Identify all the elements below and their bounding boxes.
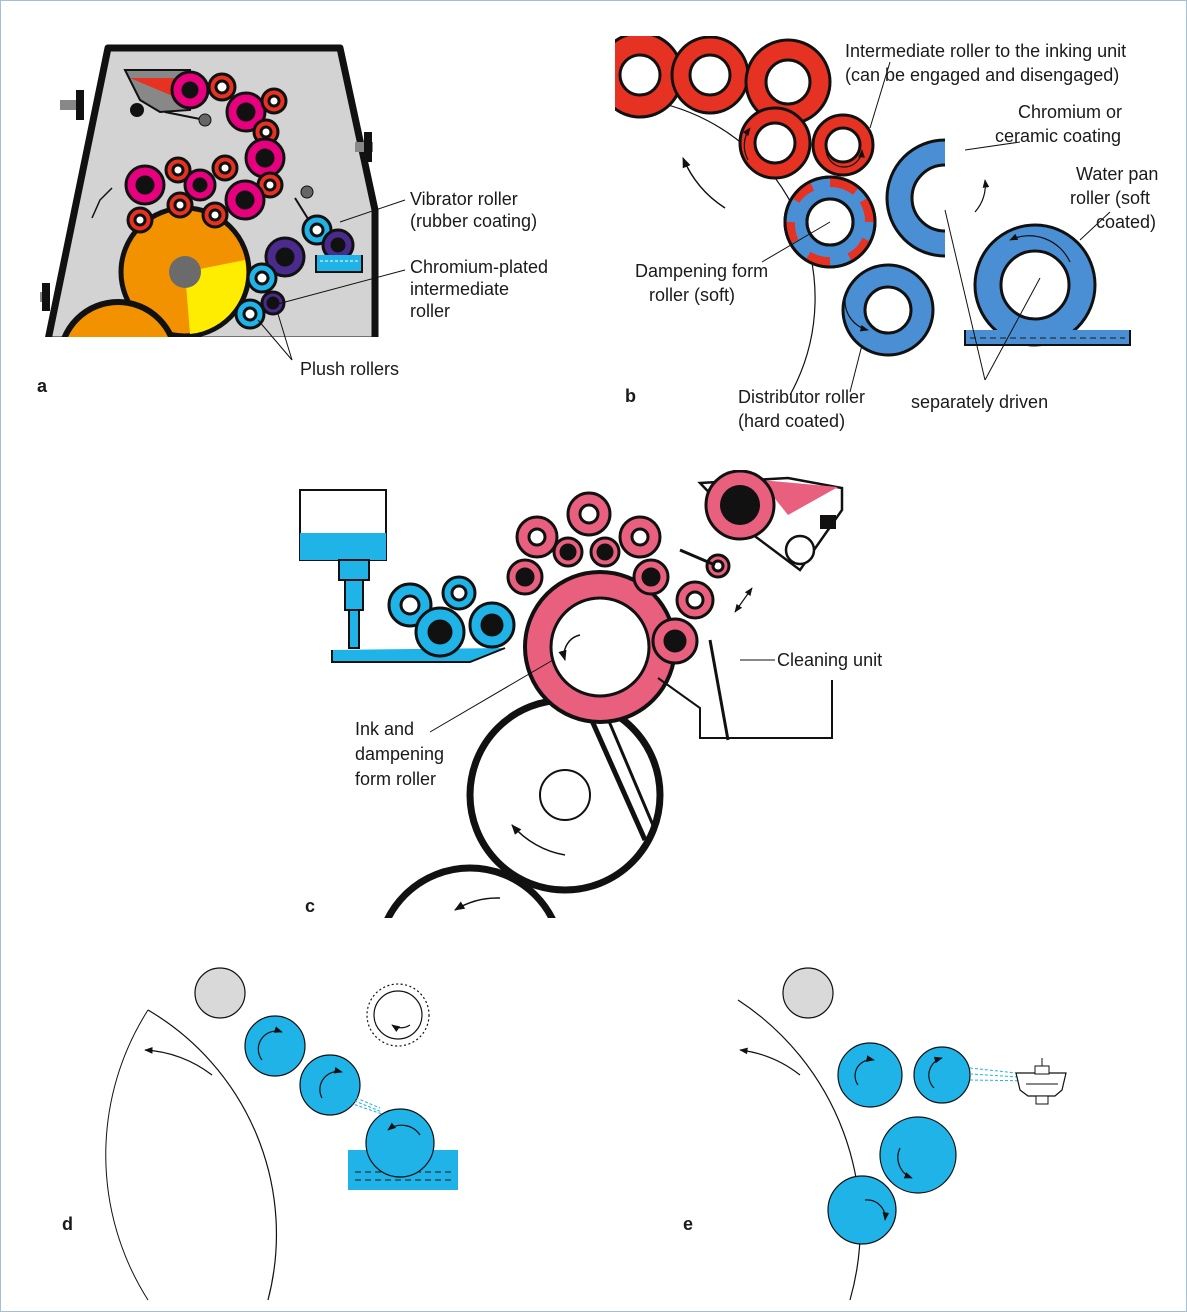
blanket-cylinder	[61, 299, 175, 337]
panel-letter-d: d	[62, 1214, 73, 1234]
panel-letter-b: b	[625, 386, 636, 406]
label-intermediate-roller: Intermediate roller to the inking unit (…	[845, 41, 1131, 85]
label-chromium-plated-roller: Chromium-plated intermediate roller	[410, 257, 553, 321]
panel-letter-c: c	[305, 896, 315, 916]
impression-cylinder-c	[384, 864, 556, 918]
panel-b-diagram: Intermediate roller to the inking unit (…	[615, 36, 1163, 431]
panel-a-diagram: Vibrator roller (rubber coating) Chromiu…	[37, 44, 553, 396]
label-chromium-ceramic: Chromium or ceramic coating	[995, 102, 1127, 146]
label-water-pan-roller: Water pan roller (soft coated)	[1070, 164, 1163, 232]
panel-d-diagram: d	[62, 967, 458, 1301]
plate-cylinder-arc	[615, 97, 816, 396]
label-plush-rollers: Plush rollers	[300, 359, 399, 379]
panel-letter-a: a	[37, 376, 48, 396]
label-cleaning-unit: Cleaning unit	[777, 650, 882, 670]
panel-e-diagram: e	[683, 967, 1067, 1301]
panel-c-diagram: Cleaning unit Ink and dampening form rol…	[299, 470, 882, 918]
panel-letter-e: e	[683, 1214, 693, 1234]
label-vibrator-roller: Vibrator roller (rubber coating)	[410, 189, 537, 231]
label-distributor-roller: Distributor roller (hard coated)	[738, 387, 870, 431]
label-ink-dampening-form-roller: Ink and dampening form roller	[355, 719, 449, 789]
label-dampening-form-roller: Dampening form roller (soft)	[635, 261, 773, 305]
label-separately-driven: separately driven	[911, 392, 1048, 412]
